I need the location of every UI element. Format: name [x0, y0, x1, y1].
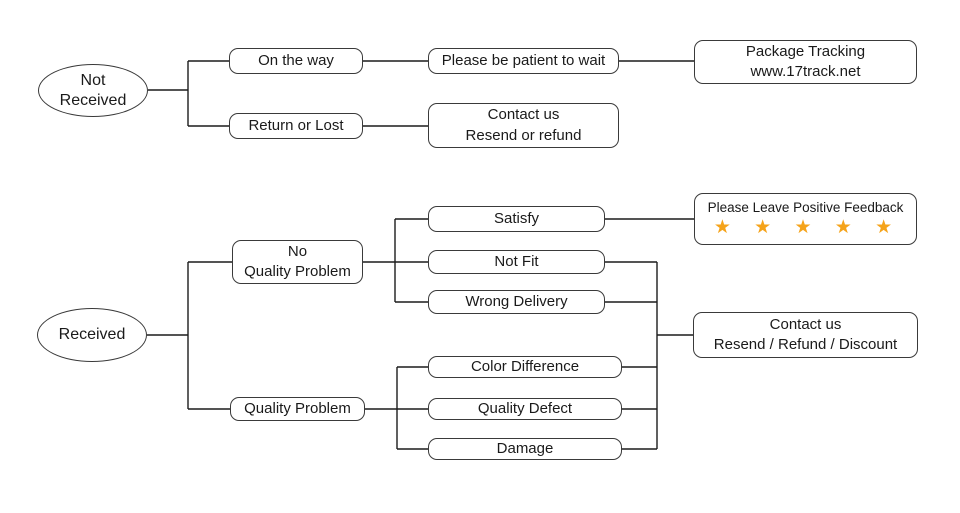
received-label: Received	[58, 326, 126, 343]
damage-label: Damage	[496, 440, 554, 458]
node-satisfy: Satisfy	[428, 206, 605, 232]
node-package-tracking: Package Tracking www.17track.net	[694, 40, 917, 84]
contact-us-label: Contact us	[487, 106, 560, 124]
star-rating-icons: ★ ★ ★ ★ ★	[713, 217, 902, 239]
package-tracking-url: www.17track.net	[750, 63, 861, 80]
color-difference-label: Color Difference	[470, 358, 580, 376]
start-node-received: Received	[37, 308, 147, 362]
node-wrong-delivery: Wrong Delivery	[428, 290, 605, 314]
quality-defect-label: Quality Defect	[477, 400, 573, 418]
node-on-the-way: On the way	[229, 48, 363, 74]
node-quality-defect: Quality Defect	[428, 398, 622, 420]
return-or-lost-label: Return or Lost	[248, 117, 344, 135]
on-the-way-label: On the way	[258, 52, 334, 70]
resend-refund-discount-label: Resend / Refund / Discount	[713, 336, 898, 353]
node-contact-resend-refund: Contact us Resend or refund	[428, 103, 619, 148]
not-fit-label: Not Fit	[494, 253, 539, 271]
node-contact-resend-refund-discount: Contact us Resend / Refund / Discount	[693, 312, 918, 358]
node-quality-problem: Quality Problem	[230, 397, 365, 421]
node-return-or-lost: Return or Lost	[229, 113, 363, 139]
node-damage: Damage	[428, 438, 622, 460]
quality-problem-label: Quality Problem	[244, 400, 351, 418]
resend-refund-label: Resend or refund	[465, 126, 582, 144]
wrong-delivery-label: Wrong Delivery	[465, 293, 568, 311]
not-received-label: Not Received	[59, 71, 127, 109]
positive-feedback-label: Please Leave Positive Feedback	[707, 199, 904, 215]
start-node-not-received: Not Received	[38, 64, 148, 117]
node-color-difference: Color Difference	[428, 356, 622, 378]
node-not-fit: Not Fit	[428, 250, 605, 274]
please-be-patient-label: Please be patient to wait	[441, 52, 606, 70]
node-no-quality-problem: No Quality Problem	[232, 240, 363, 284]
satisfy-label: Satisfy	[493, 210, 539, 228]
node-positive-feedback: Please Leave Positive Feedback ★ ★ ★ ★ ★	[694, 193, 917, 245]
contact-us-label-2: Contact us	[769, 315, 842, 333]
no-quality-problem-line1: No	[287, 242, 308, 260]
package-tracking-label: Package Tracking	[745, 42, 866, 60]
node-please-be-patient: Please be patient to wait	[428, 48, 619, 74]
no-quality-problem-line2: Quality Problem	[244, 263, 351, 280]
